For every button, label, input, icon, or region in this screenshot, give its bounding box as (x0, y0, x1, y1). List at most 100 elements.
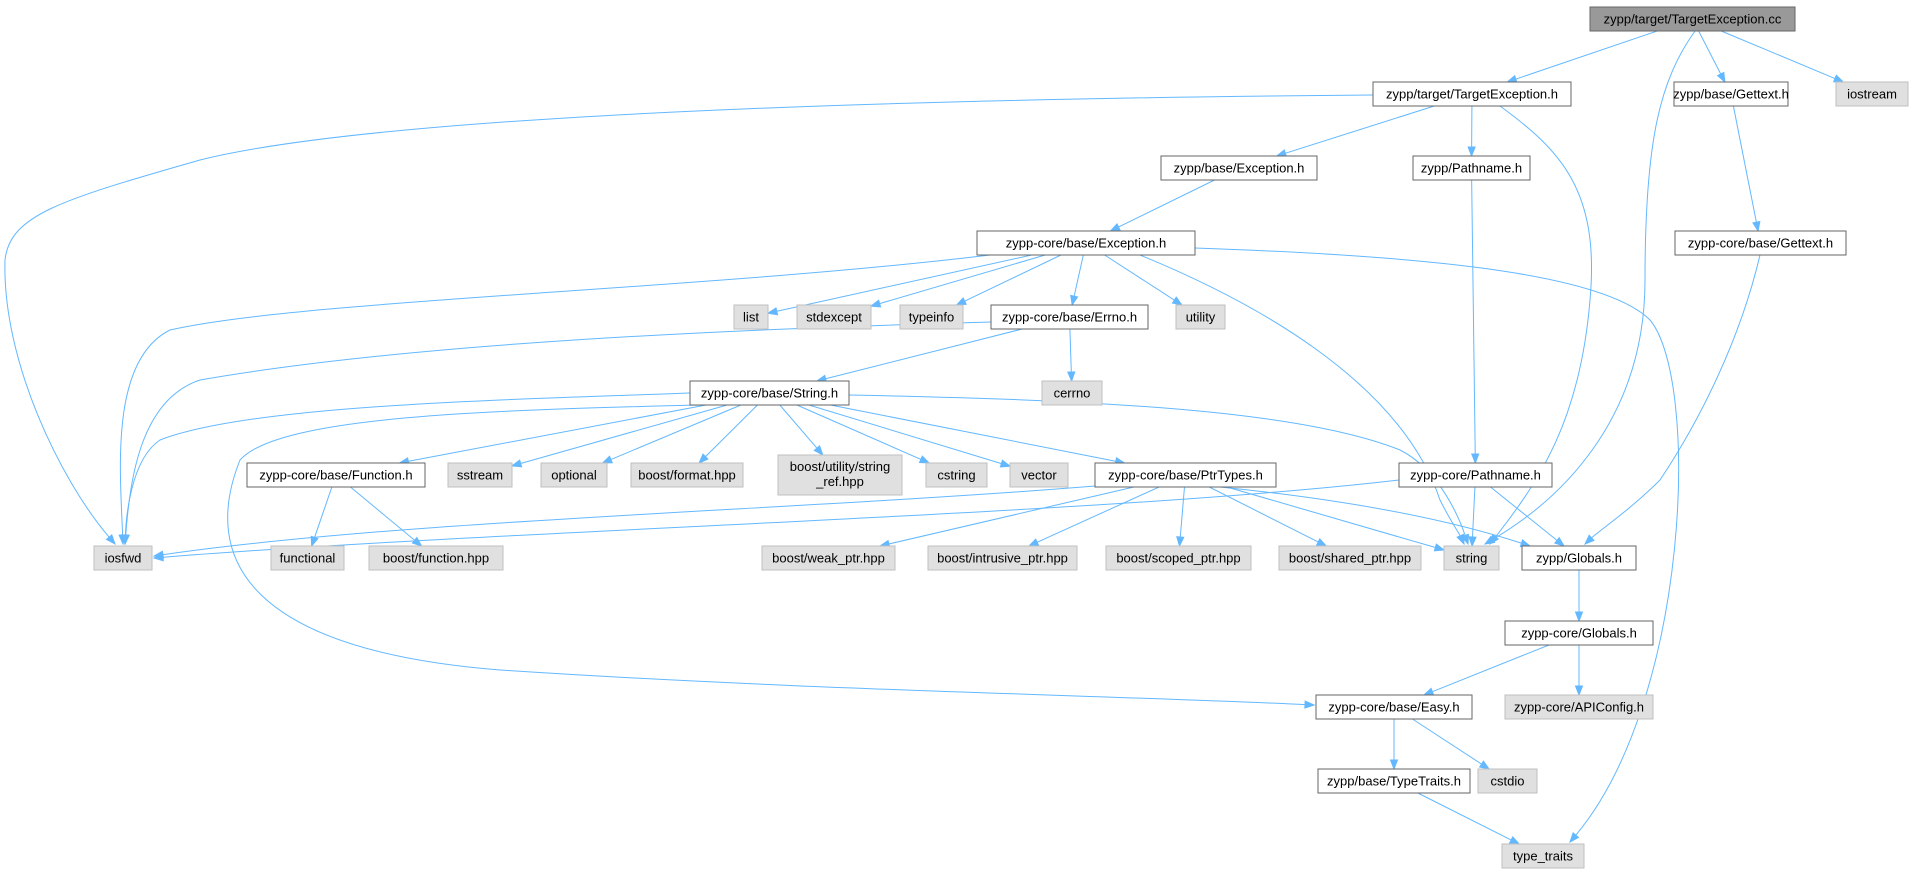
edge-arrowhead (1574, 685, 1584, 697)
node-box (1105, 545, 1252, 571)
edge-line (808, 404, 1003, 465)
node-core-globals[interactable]: zypp-core/Globals.h (1504, 620, 1654, 646)
node-box (733, 304, 769, 330)
node-optional: optional (540, 462, 608, 488)
node-errno[interactable]: zypp-core/base/Errno.h (990, 304, 1149, 330)
edge-string_h-to-cstring (796, 404, 931, 464)
node-string-h[interactable]: zypp-core/base/String.h (689, 380, 850, 406)
node-box (796, 304, 872, 330)
node-typetraits-h[interactable]: zypp/base/TypeTraits.h (1317, 768, 1471, 794)
node-box (925, 462, 988, 488)
node-label: utility (1186, 310, 1216, 325)
edge-ptrtypes-to-string (1226, 486, 1446, 552)
edge-arrowhead (1553, 536, 1566, 547)
edge-target_cc-to-gettext (1698, 30, 1726, 84)
edge-arrowhead (918, 455, 931, 464)
edge-arrowhead (766, 307, 779, 316)
edge-string_h-to-string (848, 394, 1470, 546)
edge-line (161, 485, 1096, 556)
node-label: zypp-core/base/Errno.h (1002, 310, 1137, 325)
edge-line (1417, 792, 1513, 841)
edge-arrowhead (1583, 534, 1595, 545)
node-box (1317, 768, 1471, 794)
edge-core_globals-to-apiconfig (1574, 645, 1584, 697)
node-label: zypp-core/Globals.h (1521, 626, 1637, 641)
edge-string_h-to-boost_string_ref (779, 404, 824, 457)
node-exception[interactable]: zypp/base/Exception.h (1160, 155, 1318, 181)
edge-arrowhead (869, 299, 882, 308)
edge-core_exception-to-typeinfo (955, 254, 1062, 306)
node-label: boost/utility/string_ref.hpp (790, 459, 890, 489)
node-target-h[interactable]: zypp/target/TargetException.h (1372, 81, 1572, 107)
node-vector: vector (1009, 462, 1069, 488)
node-pathname[interactable]: zypp/Pathname.h (1412, 155, 1531, 181)
edge-arrowhead (510, 459, 523, 468)
edge-easy-to-typetraits_h (1389, 719, 1399, 771)
edge-line (963, 254, 1062, 302)
edge-line (1471, 486, 1476, 539)
node-label: zypp-core/APIConfig.h (1514, 700, 1644, 715)
node-label: zypp-core/Pathname.h (1410, 468, 1541, 483)
node-label: boost/intrusive_ptr.hpp (937, 551, 1068, 566)
node-label: zypp-core/base/String.h (701, 386, 838, 401)
node-box (93, 545, 153, 571)
node-label: cerrno (1054, 386, 1091, 401)
edge-core_exception-to-errno (1070, 254, 1084, 307)
node-label: zypp-core/base/PtrTypes.h (1108, 468, 1263, 483)
edge-line (1514, 30, 1658, 80)
node-label: iosfwd (105, 551, 142, 566)
edge-arrowhead (411, 536, 423, 547)
node-box (689, 380, 850, 406)
node-label: zypp/Globals.h (1536, 551, 1622, 566)
node-label: zypp-core/base/Function.h (259, 468, 412, 483)
edge-arrowhead (1109, 223, 1121, 232)
node-gettext[interactable]: zypp/base/Gettext.h (1673, 81, 1789, 107)
edge-arrowhead (1433, 543, 1446, 552)
edge-line (1590, 254, 1761, 539)
edge-arrowhead (1171, 296, 1184, 306)
edge-line (1698, 30, 1722, 76)
edge-string_h-to-sstream (510, 404, 728, 468)
node-target-cc[interactable]: zypp/target/TargetException.cc (1589, 6, 1796, 32)
edge-core_pathname-to-string (1468, 486, 1477, 548)
node-box (1589, 6, 1796, 32)
node-box (540, 462, 608, 488)
edge-line (313, 486, 333, 539)
edge-arrowhead (105, 534, 116, 546)
edge-line (1471, 179, 1476, 456)
edge-line (1431, 644, 1550, 693)
node-type-traits: type_traits (1501, 843, 1585, 869)
node-box (990, 304, 1149, 330)
node-boost-function: boost/function.hpp (368, 545, 504, 571)
node-boost-format: boost/format.hpp (630, 462, 744, 488)
node-cstdio: cstdio (1477, 768, 1538, 794)
node-box (270, 545, 345, 571)
edge-arrowhead (1470, 453, 1480, 465)
node-box (447, 462, 513, 488)
node-label: zypp/target/TargetException.cc (1604, 12, 1782, 27)
node-iosfwd: iosfwd (93, 545, 153, 571)
node-core-exception[interactable]: zypp-core/base/Exception.h (976, 230, 1196, 256)
node-function-h[interactable]: zypp-core/base/Function.h (246, 462, 426, 488)
edge-gettext-to-core_gettext (1732, 105, 1761, 233)
edge-line (1226, 486, 1437, 549)
edge-core_exception-to-list (766, 254, 1032, 316)
node-core-gettext[interactable]: zypp-core/base/Gettext.h (1674, 230, 1847, 256)
edge-arrowhead (1315, 537, 1328, 547)
node-box (630, 462, 744, 488)
node-box (1315, 694, 1473, 720)
edge-line (1104, 254, 1176, 302)
node-boost-intrusive: boost/intrusive_ptr.hpp (927, 545, 1078, 571)
node-apiconfig: zypp-core/APIConfig.h (1504, 694, 1654, 720)
node-box (246, 462, 426, 488)
edge-arrowhead (813, 445, 824, 457)
node-box (1673, 81, 1789, 107)
edge-string_h-to-vector (808, 404, 1012, 468)
node-globals[interactable]: zypp/Globals.h (1521, 545, 1637, 571)
node-box (1398, 462, 1553, 488)
node-core-pathname[interactable]: zypp-core/Pathname.h (1398, 462, 1553, 488)
node-ptrtypes[interactable]: zypp-core/base/PtrTypes.h (1094, 462, 1277, 488)
edge-target_h-to-exception (1275, 105, 1435, 158)
node-easy[interactable]: zypp-core/base/Easy.h (1315, 694, 1473, 720)
node-sstream: sstream (447, 462, 513, 488)
